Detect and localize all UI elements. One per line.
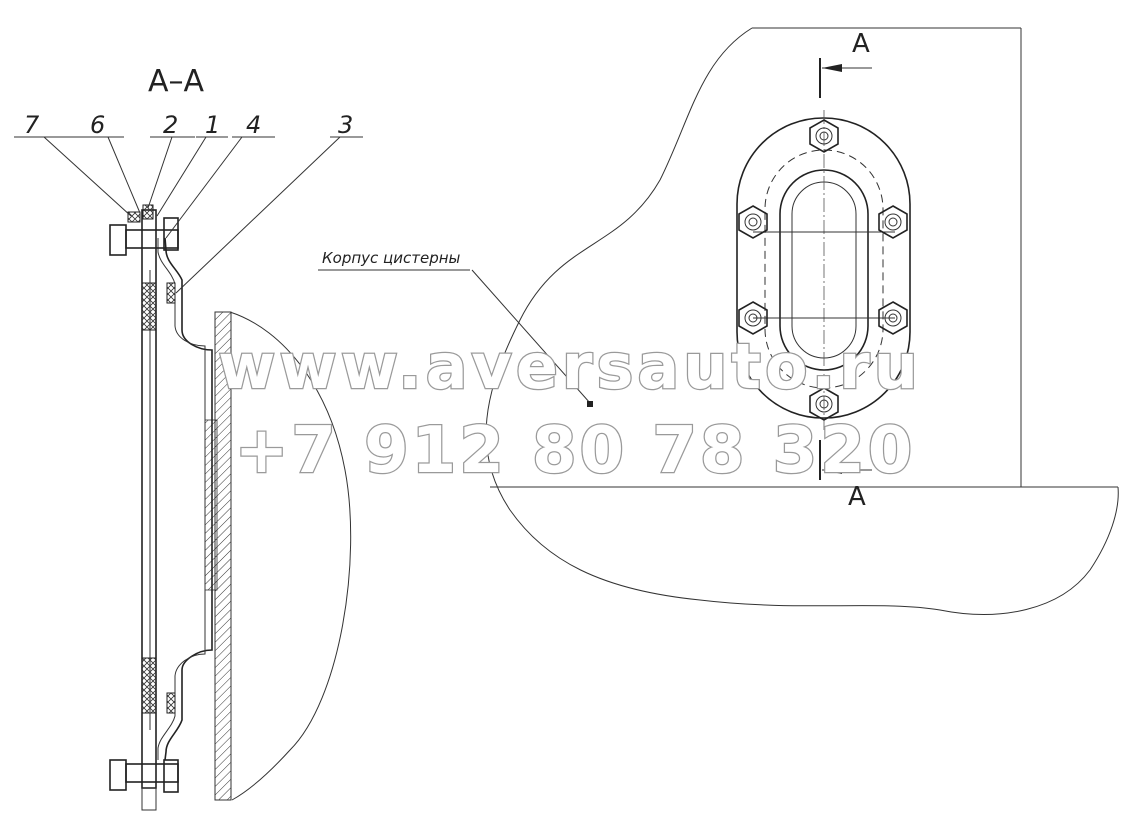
- section-title: А–А: [148, 64, 205, 99]
- tank-body-label: Корпус цистерны: [322, 249, 461, 267]
- section-view: [109, 204, 352, 811]
- callout-4: 4: [246, 111, 261, 139]
- bolt-upper-left: [738, 205, 768, 239]
- bolt-top: [809, 119, 839, 153]
- callout-1: 1: [205, 111, 220, 139]
- callout-7: 7: [24, 111, 40, 139]
- section-mark-top-label: А: [852, 29, 870, 59]
- section-mark-bottom-arrow: [819, 440, 872, 480]
- section-mark-top-arrow: [819, 58, 872, 98]
- watermark-phone: +7 912 80 78 320: [235, 414, 916, 488]
- bolt-upper-right: [878, 205, 908, 239]
- watermark-site: www.aversauto.ru: [218, 330, 922, 403]
- callout-2: 2: [163, 111, 178, 139]
- callout-6: 6: [90, 111, 105, 139]
- callout-leaders: [14, 136, 593, 407]
- tank-outline: [485, 27, 1119, 615]
- bolt-bottom: [809, 387, 839, 421]
- bolt-lower-right: [878, 301, 908, 335]
- section-mark-bottom-label: А: [848, 482, 866, 512]
- bolt-lower-left: [738, 301, 768, 335]
- callout-3: 3: [338, 111, 353, 139]
